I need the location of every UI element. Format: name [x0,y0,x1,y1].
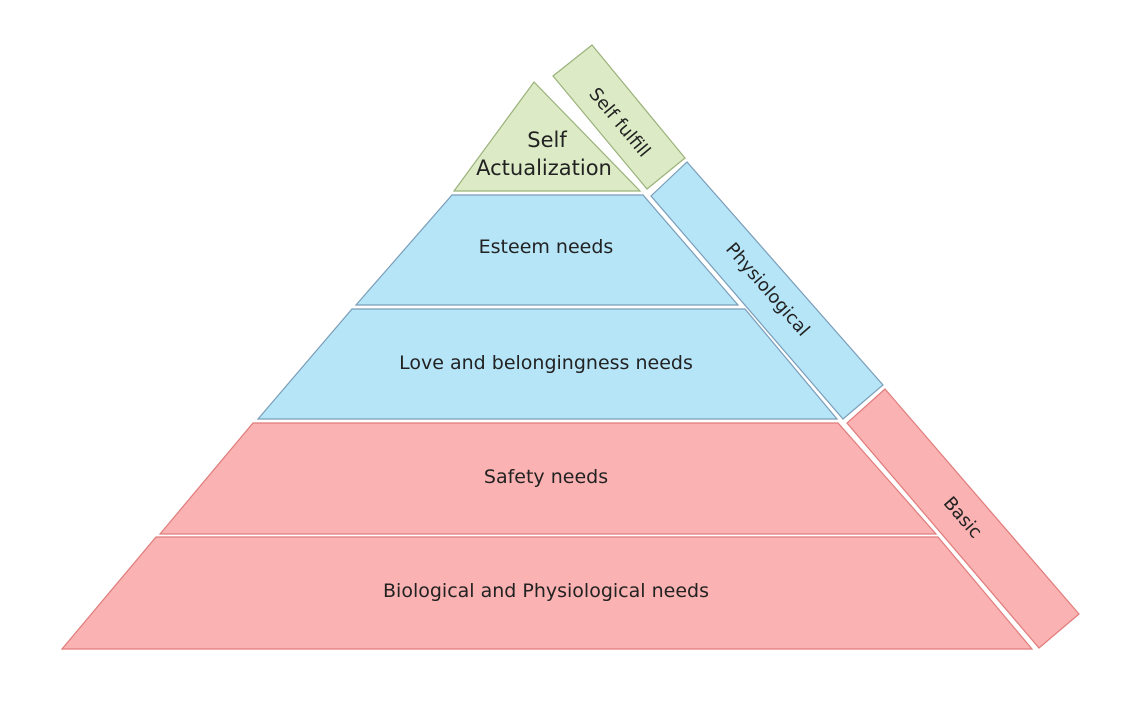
level-self-actualization-label-line2: Actualization [476,156,612,180]
level-safety-shape [158,422,938,535]
band-physiological-shape [650,161,884,420]
level-biological-label: Biological and Physiological needs [383,580,709,602]
level-biological-shape [60,536,1034,650]
level-safety-label: Safety needs [484,466,608,488]
level-love-label: Love and belongingness needs [399,352,693,374]
level-esteem-shape [354,194,740,306]
level-self-actualization-label-line1: Self [527,128,567,152]
level-esteem-label: Esteem needs [479,236,614,258]
level-love-shape [256,308,839,420]
band-basic-shape [846,388,1080,649]
level-self-actualization-shape [452,81,642,192]
band-self-fulfill-shape [552,44,686,190]
